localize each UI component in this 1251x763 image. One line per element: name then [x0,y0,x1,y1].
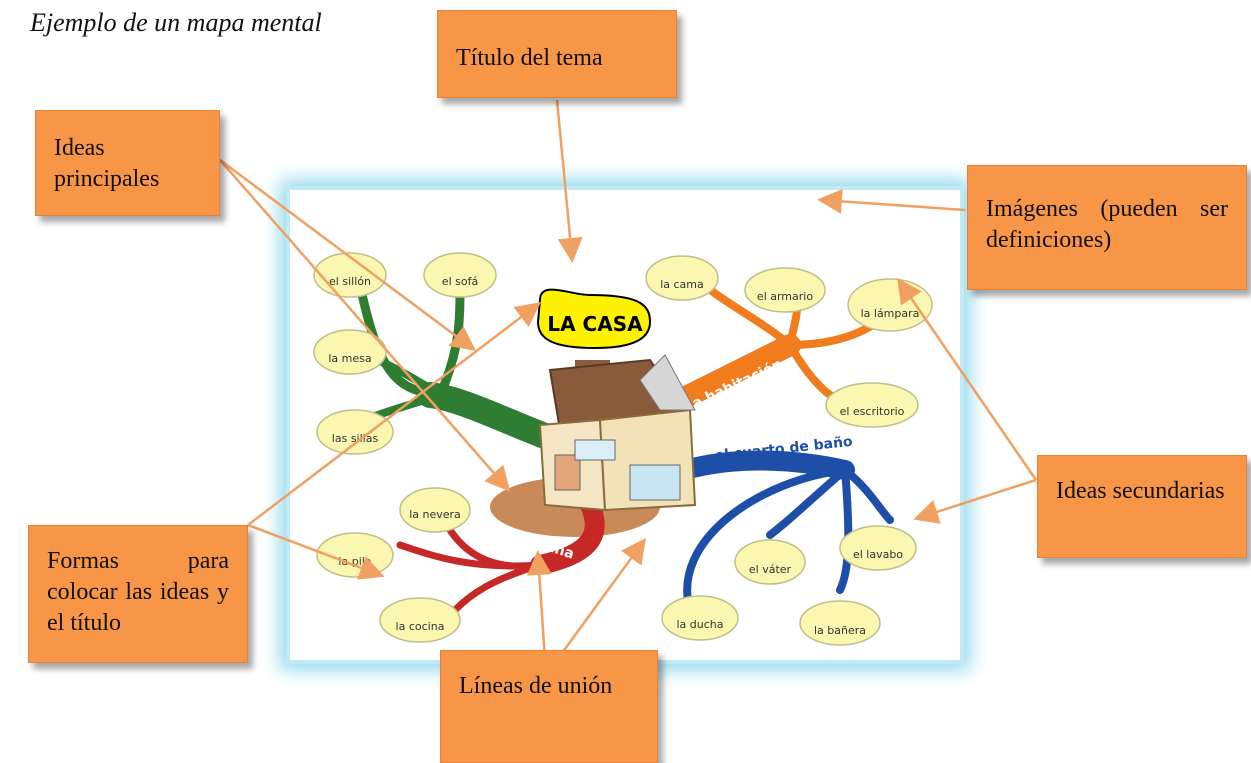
figure-caption: Ejemplo de un mapa mental [30,8,322,37]
label-imagenes: Imágenes (pueden ser definiciones) [967,165,1247,290]
label-ideas-principales: Ideas principales [35,110,220,216]
label-ideas-secundarias: Ideas secundarias [1037,455,1247,558]
label-formas: Formas para colocar las ideas y el títul… [28,525,248,663]
mind-map-image [286,186,964,664]
label-titulo-del-tema: Título del tema [437,10,677,98]
label-lineas-de-union: Líneas de unión [440,650,658,763]
